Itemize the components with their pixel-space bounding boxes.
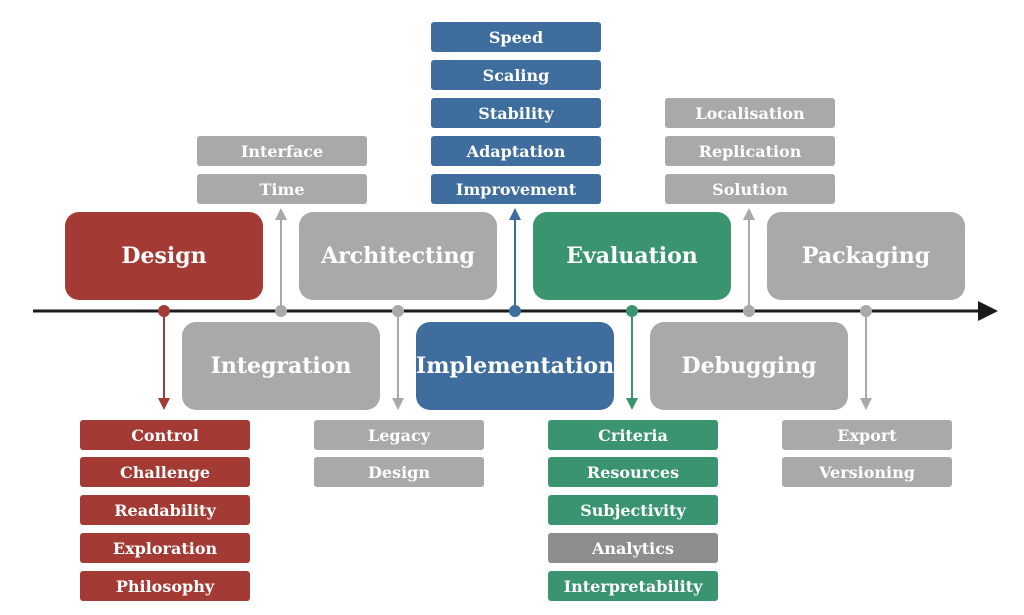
tag-speed: Speed [431, 22, 601, 52]
tag-analytics: Analytics [548, 533, 718, 563]
integration-arrowhead [275, 208, 287, 220]
stage-evaluation: Evaluation [533, 212, 731, 300]
stage-debugging: Debugging [650, 322, 848, 410]
architecting-dot [392, 305, 404, 317]
debugging-arrowhead [743, 208, 755, 220]
stage-implementation: Implementation [416, 322, 614, 410]
tag-versioning: Versioning [782, 457, 952, 487]
tag-time: Time [197, 174, 367, 204]
stage-design: Design [65, 212, 263, 300]
stage-packaging: Packaging [767, 212, 965, 300]
timeline-arrowhead [978, 301, 998, 321]
packaging-dot [860, 305, 872, 317]
tag-philosophy: Philosophy [80, 571, 250, 601]
tag-readability: Readability [80, 495, 250, 525]
stage-architecting: Architecting [299, 212, 497, 300]
tag-improvement: Improvement [431, 174, 601, 204]
packaging-arrowhead [860, 398, 872, 410]
debugging-dot [743, 305, 755, 317]
tag-adaptation: Adaptation [431, 136, 601, 166]
tag-design: Design [314, 457, 484, 487]
evaluation-arrowhead [626, 398, 638, 410]
evaluation-dot [626, 305, 638, 317]
tag-criteria: Criteria [548, 420, 718, 450]
tag-scaling: Scaling [431, 60, 601, 90]
tag-interface: Interface [197, 136, 367, 166]
tag-legacy: Legacy [314, 420, 484, 450]
stage-integration: Integration [182, 322, 380, 410]
design-dot [158, 305, 170, 317]
tag-subjectivity: Subjectivity [548, 495, 718, 525]
tag-replication: Replication [665, 136, 835, 166]
tag-solution: Solution [665, 174, 835, 204]
integration-dot [275, 305, 287, 317]
tag-interpretability: Interpretability [548, 571, 718, 601]
design-arrowhead [158, 398, 170, 410]
tag-control: Control [80, 420, 250, 450]
implementation-arrowhead [509, 208, 521, 220]
tag-stability: Stability [431, 98, 601, 128]
tag-resources: Resources [548, 457, 718, 487]
tag-challenge: Challenge [80, 457, 250, 487]
tag-exploration: Exploration [80, 533, 250, 563]
tag-export: Export [782, 420, 952, 450]
implementation-dot [509, 305, 521, 317]
architecting-arrowhead [392, 398, 404, 410]
tag-localisation: Localisation [665, 98, 835, 128]
